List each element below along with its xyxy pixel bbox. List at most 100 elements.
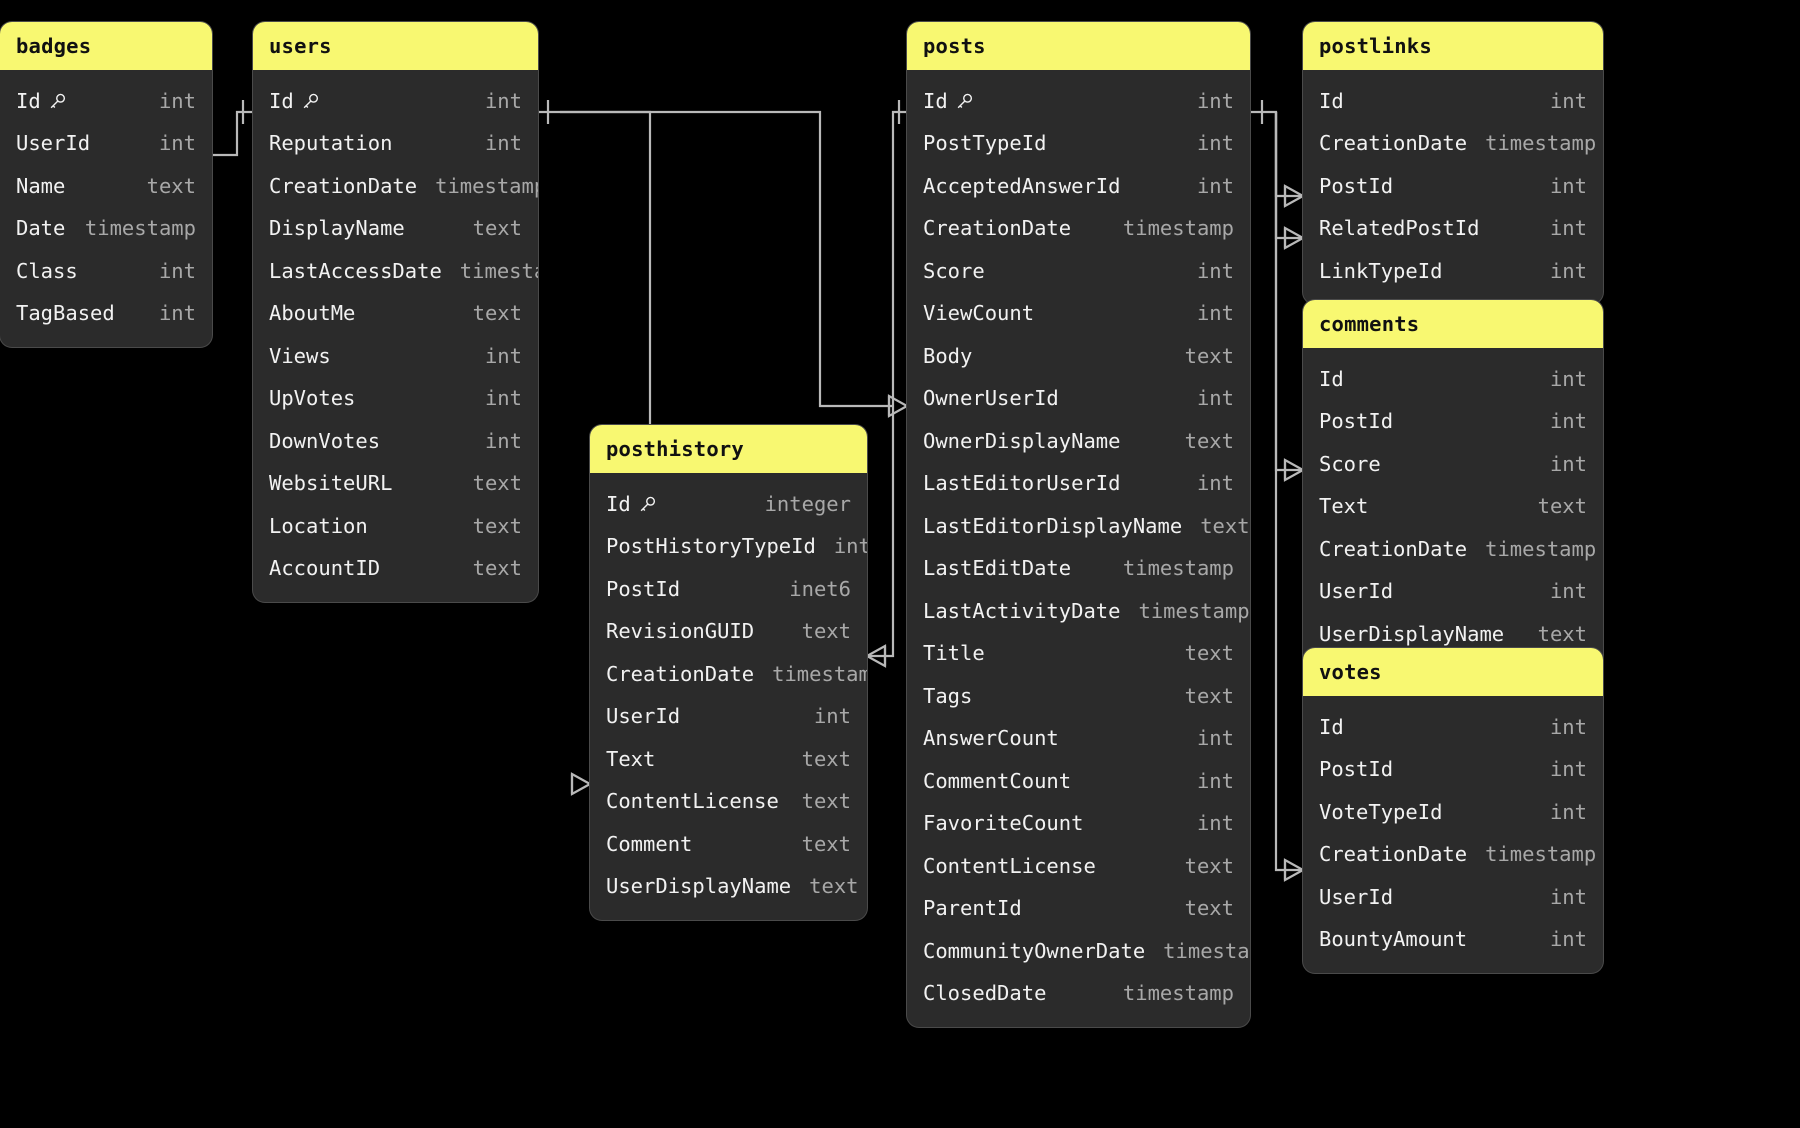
field-type: integer [764, 491, 851, 516]
field-row[interactable]: Id integer [590, 483, 867, 526]
field-name: CreationDate [1319, 842, 1467, 866]
field-row[interactable]: ContentLicense text [590, 780, 867, 823]
field-name-label: OwnerDisplayName [923, 428, 1121, 453]
field-name-label: PostTypeId [923, 131, 1047, 156]
field-row[interactable]: CommunityOwnerDatetimestamp [907, 930, 1250, 973]
field-type: text [472, 216, 522, 241]
field-type: int [1549, 757, 1587, 782]
field-row[interactable]: LastAccessDatetimestamp [253, 250, 538, 293]
field-name-label: AnswerCount [923, 726, 1059, 751]
field-type: text [801, 789, 851, 814]
field-name-label: Id [606, 491, 631, 516]
field-name: Body [923, 344, 972, 368]
field-name: ContentLicense [606, 789, 779, 813]
key-icon [955, 92, 974, 111]
field-name: Id [1319, 715, 1344, 739]
field-type: int [1549, 799, 1587, 824]
table-votes-title: votes [1303, 648, 1603, 696]
field-type: int [1549, 927, 1587, 952]
field-name-label: LastEditorUserId [923, 471, 1121, 496]
field-name-label: PostId [606, 576, 681, 601]
field-name: LastEditorUserId [923, 471, 1120, 495]
field-name: PostTypeId [923, 131, 1046, 155]
field-name: Title [923, 641, 985, 665]
field-type: int [484, 386, 522, 411]
field-name-label: Id [923, 88, 948, 113]
